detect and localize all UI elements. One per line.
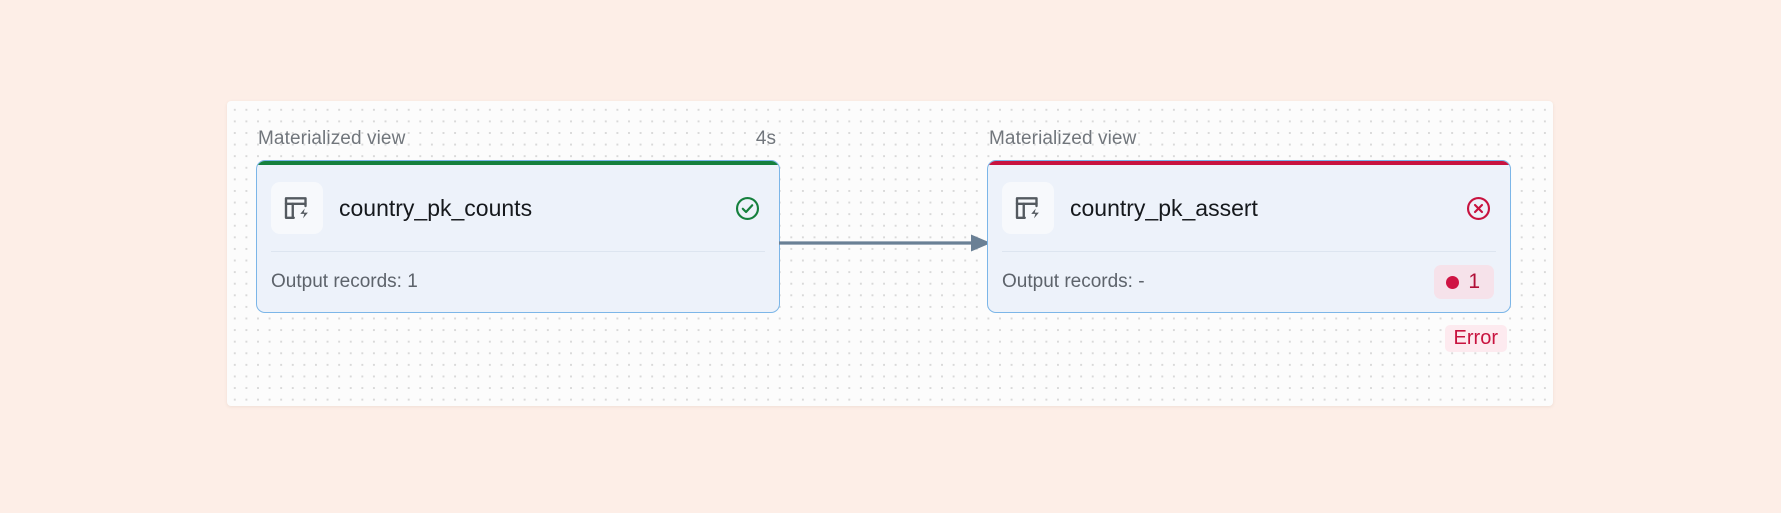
node-group-country-pk-assert: Materialized view country_pk_assert [987,128,1511,352]
node-card-footer-row: Output records: 1 [257,252,779,312]
error-dot-icon [1446,275,1460,289]
node-card-header-row: country_pk_assert [988,165,1510,251]
node-title: country_pk_counts [339,194,533,221]
x-circle-icon [1464,194,1492,222]
node-duration-label: 4s [755,128,776,149]
error-count-value: 1 [1468,270,1480,293]
error-count-badge[interactable]: 1 [1434,265,1494,299]
node-header: Materialized view 4s [256,128,780,150]
materialized-view-icon [271,182,323,234]
materialized-view-icon [1002,182,1054,234]
node-card-country-pk-counts[interactable]: country_pk_counts Output records: 1 [256,160,780,313]
edge-counts-to-assert[interactable] [779,231,991,255]
node-group-country-pk-counts: Materialized view 4s country_pk_counts [256,128,780,313]
pipeline-flow-canvas[interactable]: Materialized view 4s country_pk_counts [227,101,1553,406]
output-records-label: Output records: 1 [271,271,418,292]
node-status-accent-bar [257,161,779,165]
node-status-accent-bar [988,161,1510,165]
node-header: Materialized view [987,128,1511,150]
node-card-country-pk-assert[interactable]: country_pk_assert Output records: - 1 [987,160,1511,313]
node-type-label: Materialized view [258,128,406,149]
node-status-chip-row: Error [987,325,1511,352]
node-type-label: Materialized view [989,128,1137,149]
card-divider [271,251,765,252]
status-badge-error[interactable]: Error [1444,325,1507,352]
card-divider [1002,251,1496,252]
node-card-footer-row: Output records: - 1 [988,252,1510,312]
node-card-header-row: country_pk_counts [257,165,779,251]
output-records-label: Output records: - [1002,271,1145,292]
node-title: country_pk_assert [1070,194,1258,221]
check-circle-icon [733,194,761,222]
